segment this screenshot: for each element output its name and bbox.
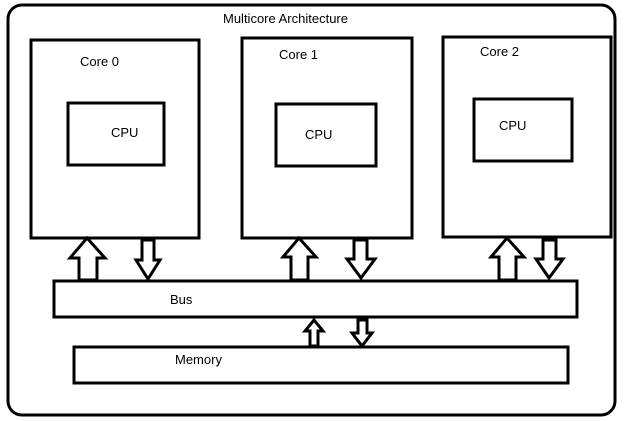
core-1-box	[240, 36, 414, 240]
core-1-cpu-box	[274, 102, 378, 168]
core-1-down-arrow	[344, 238, 378, 281]
bus-label: Bus	[170, 292, 193, 307]
core-0-down-arrow	[133, 238, 163, 282]
core-1-up-arrow	[279, 235, 320, 282]
core-0-cpu-label: CPU	[111, 125, 139, 140]
core-0-up-arrow	[66, 235, 109, 282]
memory-box	[72, 345, 570, 385]
core-2-up-arrow	[487, 235, 528, 282]
memory-label: Memory	[175, 352, 222, 367]
memory-up-arrow	[301, 317, 327, 348]
core-2-box	[441, 35, 613, 239]
core-2-cpu-box	[472, 97, 574, 163]
core-0-cpu-box	[66, 101, 166, 167]
memory-down-arrow	[348, 318, 376, 349]
outer-frame	[6, 3, 617, 417]
core-1-label: Core 1	[279, 47, 319, 62]
core-0-box	[29, 38, 201, 240]
bus-box	[52, 279, 579, 319]
core-2-cpu-label: CPU	[499, 118, 527, 133]
core-2-label: Core 2	[480, 44, 520, 59]
core-2-down-arrow	[533, 238, 566, 281]
diagram-title: Multicore Architecture	[223, 11, 348, 26]
core-0-label: Core 0	[80, 54, 120, 69]
core-1-cpu-label: CPU	[305, 127, 333, 142]
